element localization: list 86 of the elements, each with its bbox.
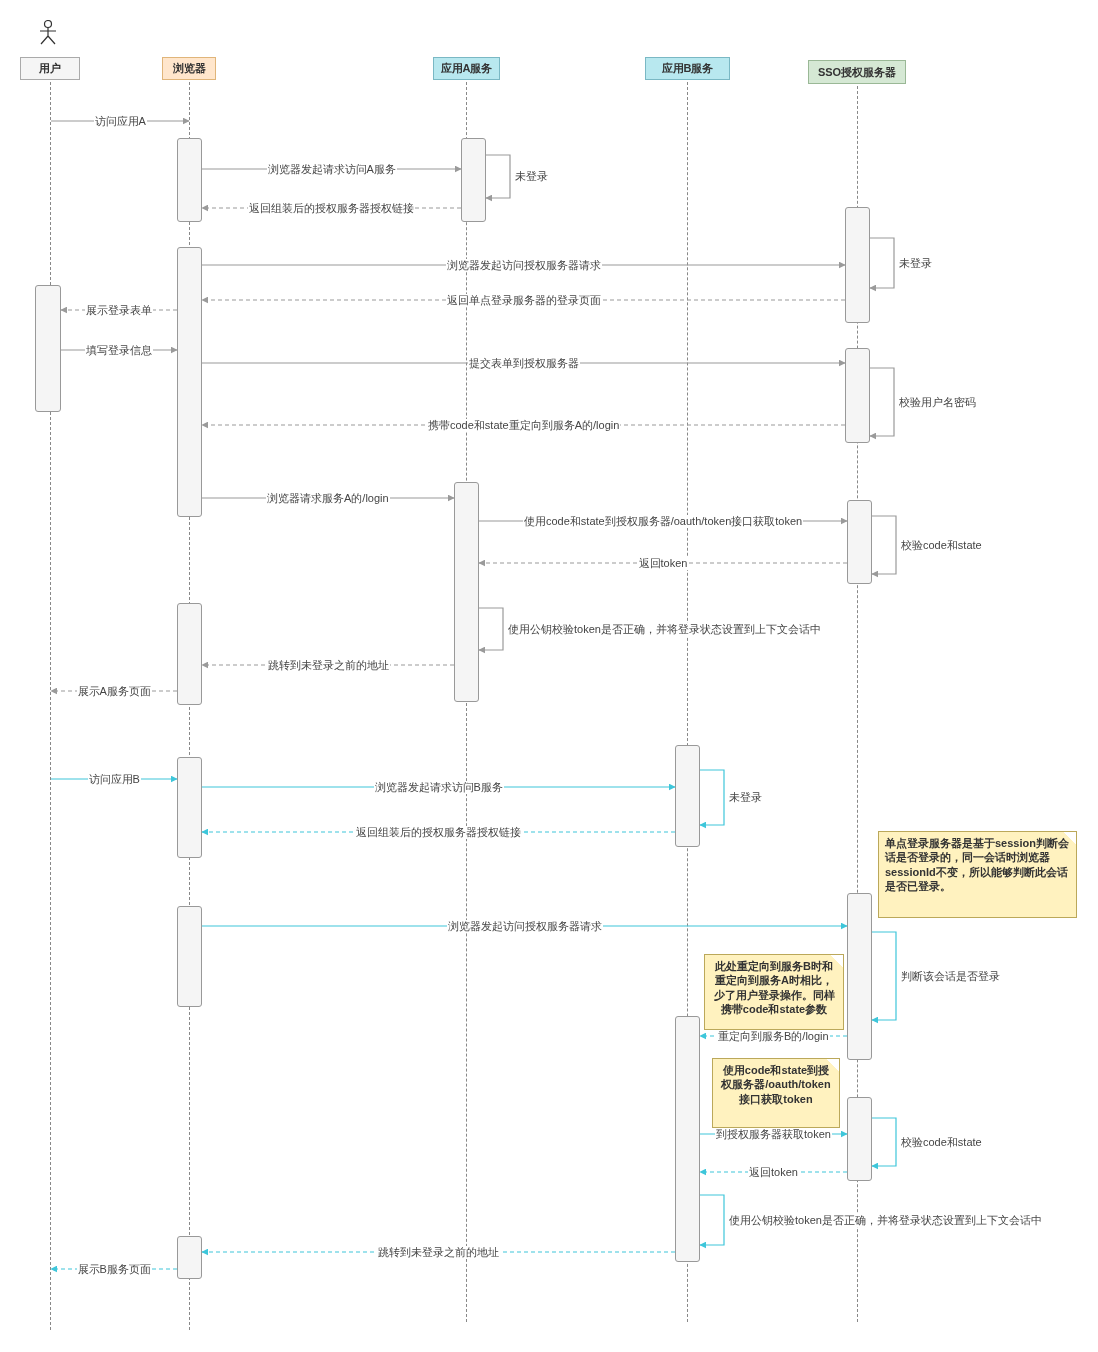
edge-label: 使用公钥校验token是否正确，并将登录状态设置到上下文会话中	[728, 1213, 1043, 1227]
activation-bar	[35, 285, 61, 412]
arrow	[871, 1117, 897, 1170]
edge-label: 携带code和state重定向到服务A的/login	[427, 418, 621, 432]
arrow	[201, 165, 462, 173]
arrow	[201, 828, 676, 836]
edge-label: 未登录	[514, 170, 549, 183]
edge-label: 展示A服务页面	[76, 684, 152, 698]
arrow	[60, 306, 178, 314]
activation-bar	[845, 348, 870, 443]
activation-bar	[847, 500, 872, 584]
activation-bar	[177, 1236, 202, 1279]
edge-label: 校验code和state	[900, 1135, 983, 1149]
note: 此处重定向到服务B时和重定向到服务A时相比，少了用户登录操作。同样携带code和state参数	[704, 954, 844, 1030]
arrow	[869, 367, 895, 440]
edge-label: 访问应用B	[87, 772, 141, 786]
note: 单点登录服务器是基于session判断会话是否登录的，同一会话时浏览器sessionId不变，所以能够判断此会话是否已登录。	[878, 831, 1077, 918]
activation-bar	[675, 1016, 700, 1262]
participant-header: 应用A服务	[433, 57, 500, 80]
edge-label: 未登录	[728, 791, 763, 804]
edge-label: 访问应用A	[93, 114, 147, 128]
activation-bar	[847, 1097, 872, 1181]
edge-label: 浏览器请求服务A的/login	[266, 491, 390, 505]
edge-label: 跳转到未登录之前的地址	[377, 1245, 500, 1259]
activation-bar	[177, 138, 202, 222]
edge-label: 提交表单到授权服务器	[467, 356, 580, 370]
edge-label: 返回token	[748, 1165, 799, 1179]
edge-label: 浏览器发起访问授权服务器请求	[445, 258, 602, 272]
arrow	[699, 769, 725, 829]
edge-label: 浏览器发起访问授权服务器请求	[446, 919, 603, 933]
arrow	[699, 1032, 848, 1040]
activation-bar	[177, 757, 202, 858]
edge-label: 浏览器发起请求访问A服务	[266, 162, 397, 176]
arrow	[201, 204, 462, 212]
edge-label: 重定向到服务B的/login	[717, 1029, 830, 1043]
participant-header: 浏览器	[162, 57, 216, 80]
arrow	[201, 922, 848, 930]
arrow	[201, 661, 455, 669]
activation-bar	[847, 893, 872, 1060]
activation-bar	[845, 207, 870, 323]
edge-label: 浏览器发起请求访问B服务	[373, 780, 504, 794]
arrow	[201, 1248, 676, 1256]
participant-header: 用户	[20, 57, 80, 80]
arrow	[871, 515, 897, 578]
activation-bar	[454, 482, 479, 702]
arrow	[485, 154, 511, 202]
activation-bar	[461, 138, 486, 222]
edge-label: 使用code和state到授权服务器/oauth/token接口获取token	[523, 514, 804, 528]
arrow	[201, 783, 676, 791]
arrow	[201, 296, 846, 304]
arrow	[699, 1194, 725, 1249]
arrow	[478, 607, 504, 654]
arrow	[201, 494, 455, 502]
participant-header: SSO授权服务器	[808, 60, 906, 84]
activation-bar	[177, 906, 202, 1007]
arrow	[699, 1168, 848, 1176]
arrow	[50, 1265, 178, 1273]
edge-label: 校验用户名密码	[898, 395, 977, 409]
arrow	[201, 421, 846, 429]
activation-bar	[177, 603, 202, 705]
edge-label: 返回组装后的授权服务器授权链接	[248, 201, 415, 215]
edge-label: 返回单点登录服务器的登录页面	[445, 293, 602, 307]
edge-label: 使用公钥校验token是否正确，并将登录状态设置到上下文会话中	[507, 622, 822, 636]
arrow	[201, 359, 846, 367]
arrow	[50, 117, 190, 125]
arrow	[50, 775, 178, 783]
edge-label: 展示B服务页面	[76, 1262, 152, 1276]
edge-label: 展示登录表单	[85, 303, 153, 317]
participant-header: 应用B服务	[645, 57, 730, 80]
activation-bar	[177, 247, 202, 517]
edge-label: 返回组装后的授权服务器授权链接	[355, 825, 522, 839]
arrow	[60, 346, 178, 354]
edge-label: 校验code和state	[900, 538, 983, 552]
edge-label: 跳转到未登录之前的地址	[266, 658, 390, 672]
arrow	[50, 687, 178, 695]
arrow	[478, 559, 848, 567]
edge-label: 填写登录信息	[85, 343, 153, 357]
activation-bar	[675, 745, 700, 847]
edge-label: 到授权服务器获取token	[715, 1127, 832, 1141]
edge-label: 判断该会话是否登录	[900, 969, 1001, 983]
edge-label: 未登录	[898, 256, 933, 270]
arrow	[869, 237, 895, 292]
note: 使用code和state到授权服务器/oauth/token接口获取token	[712, 1058, 840, 1128]
arrow	[201, 261, 846, 269]
arrow	[871, 931, 897, 1024]
edge-label: 返回token	[637, 556, 689, 570]
